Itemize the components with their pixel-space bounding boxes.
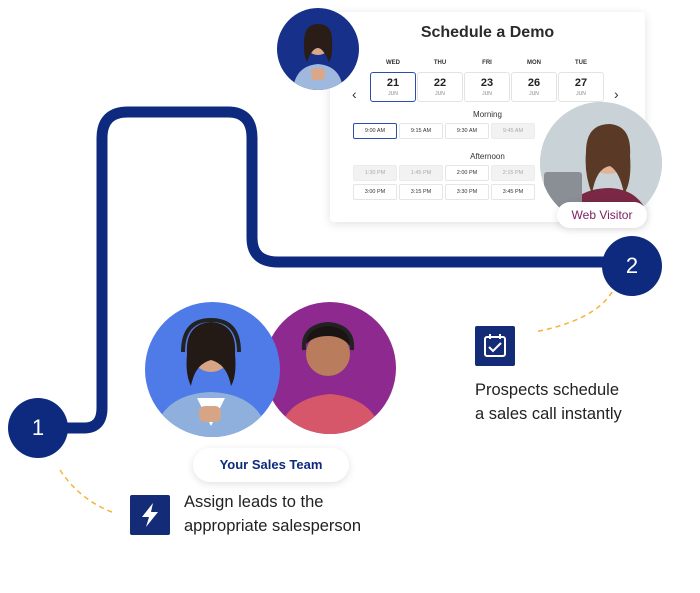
web-visitor-label: Web Visitor <box>557 202 647 228</box>
day-number: 22 <box>433 77 447 89</box>
step-1-description: Assign leads to the appropriate salesper… <box>184 490 361 538</box>
time-slot[interactable]: 3:00 PM <box>353 184 397 200</box>
chevron-left-icon[interactable]: ‹ <box>352 86 357 102</box>
step-1-line-2: appropriate salesperson <box>184 517 362 535</box>
time-slot[interactable]: 3:45 PM <box>491 184 535 200</box>
day-thu-22[interactable]: THU 22 JUN <box>417 60 463 102</box>
morning-label: Morning <box>473 110 502 119</box>
day-of-week: MON <box>527 60 541 66</box>
time-slot[interactable]: 9:30 AM <box>445 123 489 139</box>
sales-team-male-avatar <box>264 302 396 434</box>
time-slot[interactable]: 3:15 PM <box>399 184 443 200</box>
day-month: JUN <box>388 91 398 97</box>
step-2-line-2: a sales call instantly <box>475 405 622 423</box>
sales-team-female-avatar <box>145 302 280 437</box>
day-month: JUN <box>529 91 539 97</box>
day-month: JUN <box>482 91 492 97</box>
schedule-title: Schedule a Demo <box>420 24 555 41</box>
time-slot: 2:15 PM <box>491 165 535 181</box>
dashed-connector-2 <box>534 291 613 333</box>
day-of-week: WED <box>386 60 400 66</box>
time-slot: 9:45 AM <box>491 123 535 139</box>
calendar-check-icon <box>475 326 515 366</box>
day-of-week: TUE <box>575 60 587 66</box>
day-number: 21 <box>386 77 400 89</box>
day-number: 26 <box>527 77 541 89</box>
day-of-week: FRI <box>482 60 492 66</box>
day-mon-26[interactable]: MON 26 JUN <box>511 60 557 102</box>
day-month: JUN <box>435 91 445 97</box>
sales-rep-avatar <box>277 8 359 90</box>
afternoon-label: Afternoon <box>470 152 505 161</box>
time-slot[interactable]: 2:00 PM <box>445 165 489 181</box>
time-slot[interactable]: 3:30 PM <box>445 184 489 200</box>
dashed-connector-1 <box>59 469 113 513</box>
step-2-description: Prospects schedule a sales call instantl… <box>475 378 622 426</box>
time-slot: 1:30 PM <box>353 165 397 181</box>
chevron-right-icon[interactable]: › <box>614 86 619 102</box>
day-number: 27 <box>574 77 588 89</box>
day-fri-23[interactable]: FRI 23 JUN <box>464 60 510 102</box>
time-slot[interactable]: 9:00 AM <box>353 123 397 139</box>
step-1-line-1: Assign leads to the <box>184 493 324 511</box>
step-1-circle: 1 <box>8 398 68 458</box>
step-2-line-1: Prospects schedule <box>475 381 619 399</box>
day-of-week: THU <box>433 60 447 66</box>
day-tue-27[interactable]: TUE 27 JUN <box>558 60 604 102</box>
day-number: 23 <box>480 77 494 89</box>
lightning-bolt-icon <box>130 495 170 535</box>
day-wed-21[interactable]: WED 21 JUN <box>370 60 416 102</box>
step-2-circle: 2 <box>602 236 662 296</box>
time-slot: 1:45 PM <box>399 165 443 181</box>
sales-team-label: Your Sales Team <box>193 448 349 482</box>
day-month: JUN <box>576 91 586 97</box>
time-slot[interactable]: 9:15 AM <box>399 123 443 139</box>
